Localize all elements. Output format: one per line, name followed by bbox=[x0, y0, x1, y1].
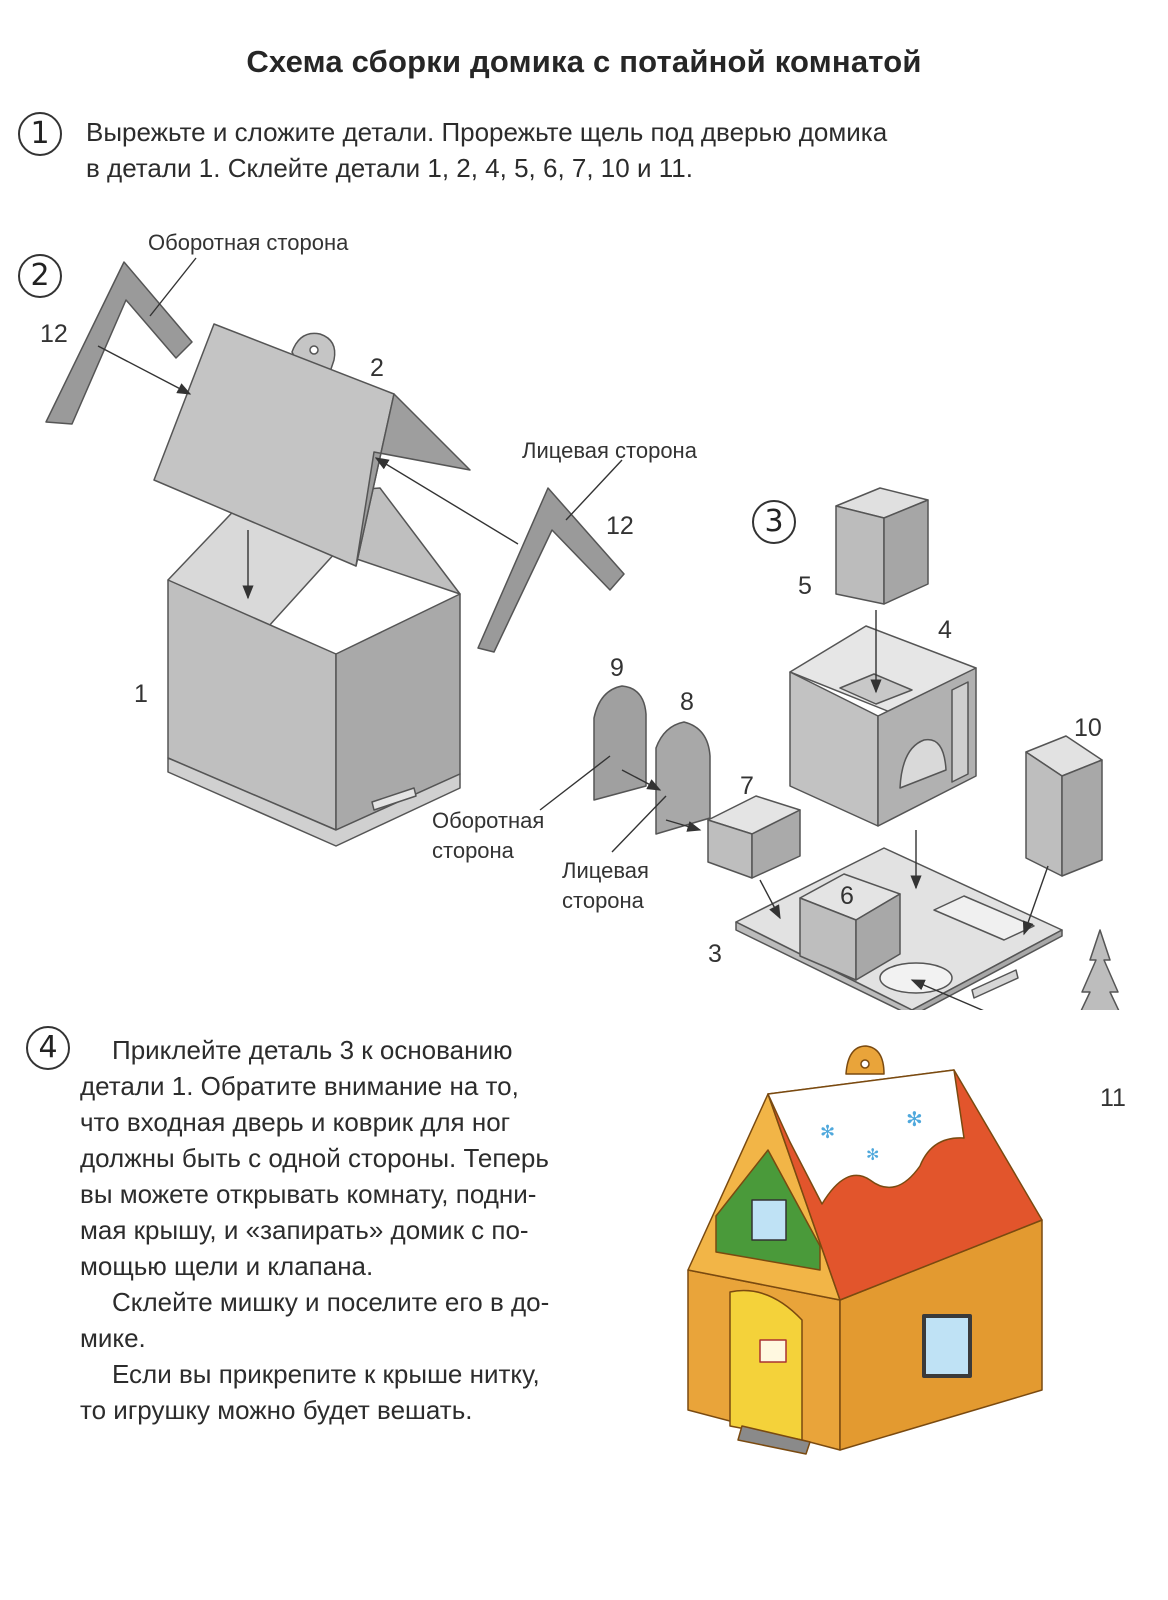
part-12-right bbox=[477, 487, 625, 653]
step-1-text: Вырежьте и сложите детали. Прорежьте щел… bbox=[86, 114, 1086, 186]
label-back-side-mid-line-1: Оборотная bbox=[432, 808, 545, 833]
label-front-side-mid: Лицевая сторона bbox=[562, 856, 649, 916]
part-10 bbox=[1025, 735, 1103, 877]
step-4-p1-line-2: детали 1. Обратите внимание на то, bbox=[80, 1071, 519, 1101]
part-6 bbox=[799, 873, 901, 981]
part-4 bbox=[789, 625, 977, 827]
label-back-side-mid: Оборотная сторона bbox=[432, 806, 544, 866]
part-number-1: 1 bbox=[134, 680, 148, 708]
label-back-side-top: Оборотная сторона bbox=[148, 230, 349, 255]
step-4-text: Приклейте деталь 3 к основанию детали 1.… bbox=[80, 1032, 616, 1428]
part-8 bbox=[655, 721, 711, 835]
step-3-number: 3 bbox=[752, 500, 796, 544]
part-number-12-right: 12 bbox=[606, 512, 634, 540]
part-number-11: 11 bbox=[1100, 1084, 1126, 1112]
svg-text:✻: ✻ bbox=[906, 1107, 923, 1131]
part-number-3: 3 bbox=[708, 940, 722, 968]
step-2-number: 2 bbox=[18, 254, 62, 298]
part-number-4: 4 bbox=[938, 616, 952, 644]
assembly-diagram bbox=[45, 257, 1120, 1010]
finished-house-image: ✻ ✻ ✻ bbox=[687, 1045, 1043, 1455]
door-mat bbox=[737, 1425, 811, 1455]
roof-snow bbox=[767, 1069, 965, 1205]
part-number-6: 6 bbox=[840, 882, 854, 910]
part-2-roof bbox=[153, 323, 471, 567]
part-7 bbox=[707, 795, 801, 879]
front-door bbox=[729, 1289, 803, 1441]
step-4-p3-line-1: Если вы прикрепите к крыше нитку, bbox=[112, 1359, 540, 1389]
part-number-5: 5 bbox=[798, 572, 812, 600]
part-number-12-left: 12 bbox=[40, 320, 68, 348]
page-title: Схема сборки домика с потайной комнатой bbox=[246, 44, 922, 79]
step-4-p1-line-1: Приклейте деталь 3 к основанию bbox=[112, 1035, 513, 1065]
step-1-line-2: в детали 1. Склейте детали 1, 2, 4, 5, 6… bbox=[86, 153, 693, 183]
label-front-side-mid-line-1: Лицевая bbox=[562, 858, 649, 883]
step-4-p1-line-4: должны быть с одной стороны. Теперь bbox=[80, 1143, 549, 1173]
part-number-2: 2 bbox=[370, 354, 384, 382]
label-front-side-mid-line-2: сторона bbox=[562, 888, 644, 913]
step-4-p1-line-3: что входная дверь и коврик для ног bbox=[80, 1107, 511, 1137]
step-1-number: 1 bbox=[18, 112, 62, 156]
label-back-side-mid-line-2: сторона bbox=[432, 838, 514, 863]
part-11-tree bbox=[1080, 929, 1120, 1010]
part-number-8: 8 bbox=[680, 688, 694, 716]
part-number-10: 10 bbox=[1074, 714, 1102, 742]
step-4-p1-line-7: мощью щели и клапана. bbox=[80, 1251, 374, 1281]
step-4-p2-line-2: мике. bbox=[80, 1323, 146, 1353]
part-5 bbox=[835, 487, 929, 605]
svg-text:✻: ✻ bbox=[866, 1145, 879, 1164]
step-4-p3-line-2: то игрушку можно будет вешать. bbox=[80, 1395, 473, 1425]
part-9 bbox=[593, 685, 647, 801]
part-number-9: 9 bbox=[610, 654, 624, 682]
step-4-number: 4 bbox=[26, 1026, 70, 1070]
step-4-p1-line-6: мая крышу, и «запирать» домик с по- bbox=[80, 1215, 529, 1245]
label-front-side-top: Лицевая сторона bbox=[522, 438, 697, 463]
part-12-left bbox=[45, 261, 193, 425]
part-number-7: 7 bbox=[740, 772, 754, 800]
step-4-p1-line-5: вы можете открывать комнату, подни- bbox=[80, 1179, 537, 1209]
step-4-p2-line-1: Склейте мишку и поселите его в до- bbox=[112, 1287, 550, 1317]
step-1-line-1: Вырежьте и сложите детали. Прорежьте щел… bbox=[86, 117, 888, 147]
svg-text:✻: ✻ bbox=[820, 1122, 835, 1143]
